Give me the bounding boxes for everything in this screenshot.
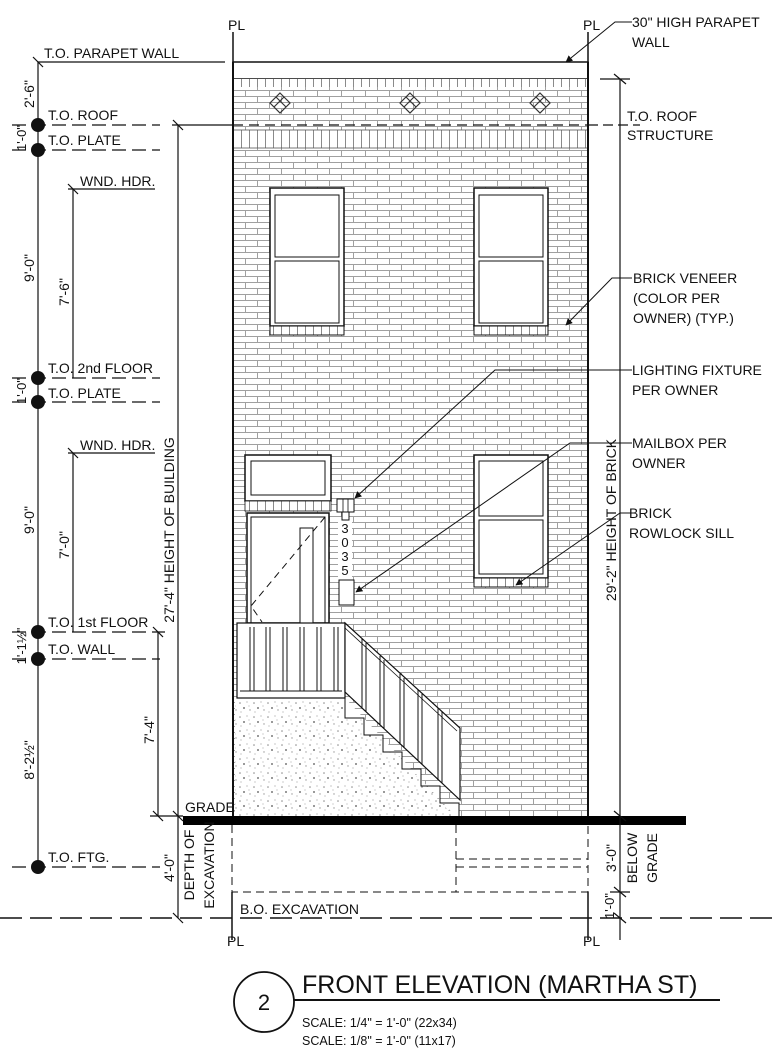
svg-text:STRUCTURE: STRUCTURE [627, 127, 713, 143]
svg-text:DEPTH OF: DEPTH OF [181, 830, 197, 901]
house-number: 3 0 3 5 [338, 521, 352, 578]
stair-railing [344, 621, 461, 802]
svg-text:0: 0 [341, 535, 348, 550]
vertical-dimensions: 2'-6" 1'-0" 9'-0" 7'-6" 1'-0" 9'-0" 7'-0… [14, 80, 217, 909]
svg-text:MAILBOX PER: MAILBOX PER [632, 435, 727, 451]
svg-text:LIGHTING FIXTURE: LIGHTING FIXTURE [632, 362, 762, 378]
foundation-excavation [231, 825, 589, 893]
level-grade-label: GRADE [185, 799, 235, 815]
svg-text:EXCAVATION: EXCAVATION [201, 821, 217, 908]
landing-railing [236, 622, 346, 699]
note-rowlock-sill: BRICK ROWLOCK SILL [629, 505, 734, 541]
soldier-course [232, 129, 589, 149]
pl-marker: PL [227, 933, 244, 949]
parapet-band [233, 79, 588, 87]
view-number: 2 [258, 990, 270, 1015]
scale-line-full: SCALE: 1/4" = 1'-0" (22x34) [302, 1016, 457, 1030]
pl-marker: PL [228, 17, 245, 33]
svg-text:BRICK VENEER: BRICK VENEER [633, 270, 737, 286]
svg-text:OWNER: OWNER [632, 455, 686, 471]
front-stoop [235, 621, 461, 823]
right-dimension-lines [588, 73, 640, 940]
level-wnd-hdr-1-label: WND. HDR. [80, 437, 155, 453]
window-2nd-left [269, 187, 345, 336]
grade-line [183, 816, 686, 825]
svg-text:7'-4": 7'-4" [141, 716, 157, 744]
svg-text:5: 5 [341, 563, 348, 578]
note-brick-veneer: BRICK VENEER (COLOR PER OWNER) (TYP.) [633, 270, 737, 326]
level-bottom-excavation-label: B.O. EXCAVATION [240, 901, 359, 917]
svg-text:BRICK: BRICK [629, 505, 672, 521]
lighting-fixture [336, 498, 355, 521]
property-lines [231, 32, 589, 940]
svg-text:1'-0": 1'-0" [14, 125, 29, 151]
svg-text:(COLOR PER: (COLOR PER [633, 290, 720, 306]
svg-text:4'-0": 4'-0" [161, 854, 177, 882]
level-target-symbols [31, 118, 45, 874]
level-wall-label: T.O. WALL [48, 641, 115, 657]
svg-text:ROWLOCK SILL: ROWLOCK SILL [629, 525, 734, 541]
svg-text:BELOW: BELOW [624, 832, 640, 883]
svg-text:2'-6": 2'-6" [21, 80, 37, 108]
svg-text:3: 3 [341, 549, 348, 564]
view-number-bubble [233, 971, 295, 1033]
window-1st-right [473, 454, 549, 588]
svg-text:7'-6": 7'-6" [56, 278, 72, 306]
view-title: FRONT ELEVATION (MARTHA ST) [302, 971, 697, 999]
level-wnd-hdr-2-label: WND. HDR. [80, 173, 155, 189]
note-parapet: 30" HIGH PARAPET WALL [632, 14, 760, 50]
svg-text:WALL: WALL [632, 34, 670, 50]
svg-text:T.O. ROOF: T.O. ROOF [627, 108, 697, 124]
level-plate-upper-label: T.O. PLATE [48, 132, 121, 148]
level-plate-lower-label: T.O. PLATE [48, 385, 121, 401]
svg-text:9'-0": 9'-0" [21, 254, 37, 282]
level-footing-label: T.O. FTG. [48, 849, 109, 865]
callout-leaders [354, 21, 632, 593]
level-lines [12, 56, 233, 924]
view-title-block: 2 FRONT ELEVATION (MARTHA ST) SCALE: 1/4… [233, 971, 720, 1048]
svg-text:3: 3 [341, 521, 348, 536]
svg-text:7'-0": 7'-0" [56, 531, 72, 559]
note-lighting-fixture: LIGHTING FIXTURE PER OWNER [632, 362, 762, 398]
scale-line-half: SCALE: 1/8" = 1'-0" (11x17) [302, 1034, 456, 1048]
note-mailbox: MAILBOX PER OWNER [632, 435, 727, 471]
window-2nd-right [473, 187, 549, 336]
facade: 3 0 3 5 [232, 61, 589, 823]
level-roof-label: T.O. ROOF [48, 107, 118, 123]
parapet-coping [232, 61, 589, 80]
door-swing [250, 516, 326, 623]
note-roof-structure: T.O. ROOF STRUCTURE [627, 108, 713, 143]
svg-text:9'-0": 9'-0" [21, 506, 37, 534]
svg-text:GRADE: GRADE [644, 833, 660, 883]
svg-text:27'-4" HEIGHT OF BUILDING: 27'-4" HEIGHT OF BUILDING [161, 437, 177, 623]
svg-text:1'-1½": 1'-1½" [14, 627, 29, 664]
level-parapet-label: T.O. PARAPET WALL [44, 45, 179, 61]
svg-text:OWNER) (TYP.): OWNER) (TYP.) [633, 310, 734, 326]
svg-text:1'-0": 1'-0" [14, 378, 29, 404]
svg-text:30" HIGH PARAPET: 30" HIGH PARAPET [632, 14, 760, 30]
svg-text:8'-2½": 8'-2½" [21, 740, 37, 780]
pl-marker: PL [583, 933, 600, 949]
diamond-ornament [269, 92, 551, 114]
level-first-floor-label: T.O. 1st FLOOR [48, 614, 148, 630]
mailbox [338, 579, 355, 606]
svg-text:3'-0": 3'-0" [603, 844, 619, 872]
svg-text:PER OWNER: PER OWNER [632, 382, 718, 398]
svg-text:1'-0": 1'-0" [602, 893, 617, 919]
entry-door [244, 454, 332, 624]
level-second-floor-label: T.O. 2nd FLOOR [48, 360, 153, 376]
pl-marker: PL [583, 17, 600, 33]
